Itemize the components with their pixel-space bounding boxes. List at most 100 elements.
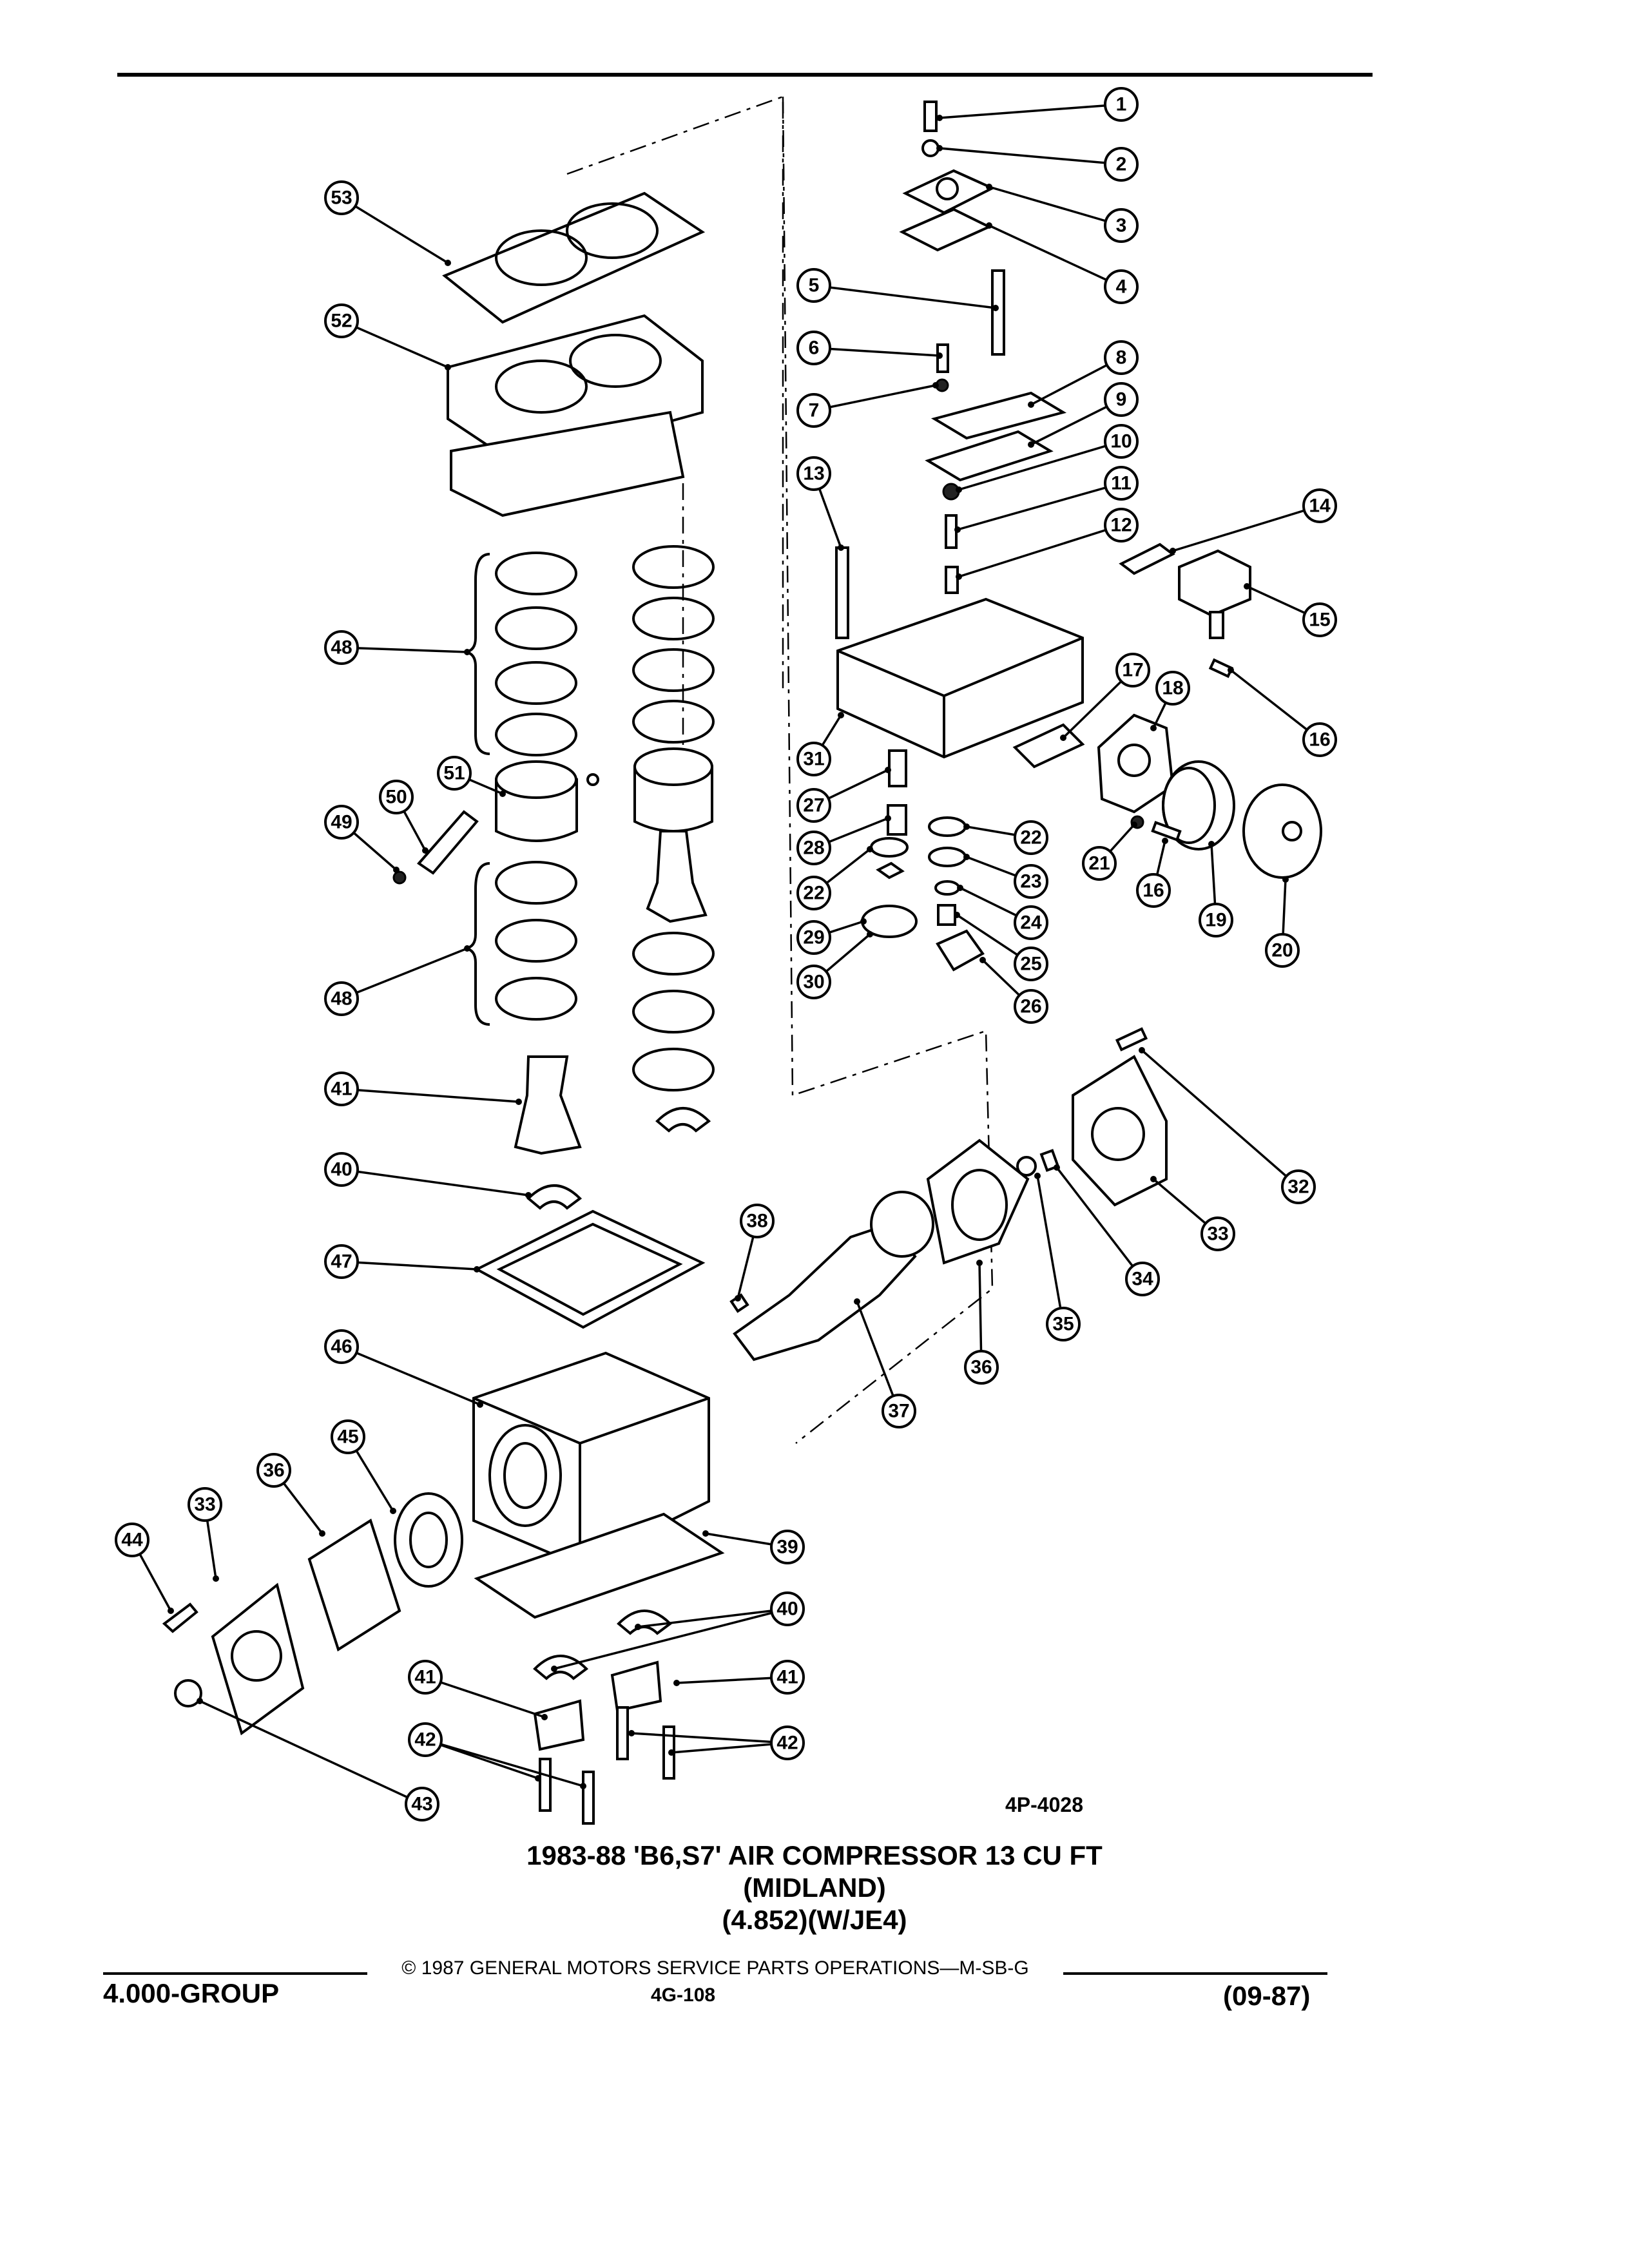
leader-arrowhead — [464, 945, 470, 952]
leader-arrowhead — [838, 712, 844, 718]
callout-4: 4 — [1104, 269, 1139, 304]
callout-52: 52 — [324, 303, 359, 338]
callout-22: 22 — [1014, 820, 1048, 855]
callout-label: 14 — [1309, 495, 1331, 517]
end-cover-gasket-left — [307, 1518, 401, 1652]
callout-35: 35 — [1046, 1307, 1081, 1341]
leader-arrowhead — [551, 1666, 557, 1672]
leader-line — [425, 1676, 545, 1718]
leader-line — [856, 1301, 900, 1412]
leader-line — [341, 1088, 519, 1103]
callout-label: 27 — [803, 795, 824, 816]
end-cover-gasket-right — [926, 1139, 1030, 1265]
callout-40: 40 — [324, 1152, 359, 1187]
leader-arrowhead — [963, 823, 970, 830]
callout-label: 32 — [1287, 1177, 1309, 1198]
callout-circle — [324, 981, 359, 1016]
leader-line — [958, 524, 1122, 578]
leader-arrowhead — [957, 885, 963, 891]
callout-12: 12 — [1104, 508, 1139, 543]
callout-41: 41 — [770, 1660, 805, 1695]
leader-arrowhead — [860, 918, 867, 925]
callout-17: 17 — [1115, 653, 1150, 687]
leader-line — [637, 1608, 788, 1628]
leader-line — [341, 947, 468, 1000]
callout-label: 16 — [1309, 729, 1330, 751]
callout-11: 11 — [1104, 466, 1139, 501]
callout-circle — [324, 1244, 359, 1279]
callout-label: 9 — [1116, 389, 1127, 410]
callout-label: 35 — [1052, 1314, 1074, 1335]
callout-30: 30 — [796, 965, 831, 999]
callout-circle — [324, 303, 359, 338]
leader-arrowhead — [445, 364, 451, 370]
callout-circle — [1136, 873, 1171, 908]
leader-arrowhead — [319, 1530, 325, 1537]
leader-arrowhead — [1282, 876, 1289, 883]
leader-line — [1036, 1175, 1065, 1325]
leader-arrowhead — [867, 846, 873, 852]
callout-22: 22 — [796, 876, 831, 910]
callout-circle — [408, 1722, 443, 1757]
callout-label: 45 — [337, 1427, 358, 1448]
callout-circle — [1115, 653, 1150, 687]
leader-arrowhead — [1028, 401, 1034, 408]
callout-41: 41 — [408, 1660, 443, 1695]
leader-arrowhead — [525, 1192, 532, 1198]
leader-arrowhead — [168, 1608, 174, 1614]
callout-label: 40 — [776, 1599, 798, 1620]
callout-27: 27 — [796, 788, 831, 823]
leader-arrowhead — [1139, 1047, 1145, 1053]
callout-circle — [1046, 1307, 1081, 1341]
valve-cap-bolts — [921, 101, 940, 157]
callout-circle — [1104, 340, 1139, 375]
leader-line — [425, 1738, 584, 1787]
callout-20: 20 — [1265, 933, 1300, 968]
leader-line — [341, 1168, 529, 1196]
callout-label: 22 — [803, 883, 824, 904]
callout-label: 3 — [1116, 215, 1127, 236]
leader-line — [813, 284, 996, 309]
callout-36: 36 — [964, 1350, 999, 1385]
leader-arrowhead — [673, 1680, 680, 1686]
filter-cover — [1242, 783, 1322, 879]
leader-arrowhead — [580, 1783, 586, 1789]
callout-circle — [1199, 903, 1233, 937]
ball-bearing — [394, 1492, 463, 1588]
leader-arrowhead — [213, 1575, 219, 1582]
callout-label: 36 — [970, 1357, 992, 1378]
callout-circle — [115, 1523, 149, 1557]
leader-line — [1172, 505, 1320, 552]
leader-arrowhead — [1162, 838, 1168, 844]
base-gasket — [474, 1512, 725, 1619]
leader-arrowhead — [1170, 548, 1176, 554]
bearing-caps-lower — [533, 1610, 673, 1751]
callout-circle — [256, 1453, 291, 1488]
piston-left — [495, 760, 578, 842]
callout-label: 30 — [803, 972, 824, 993]
leader-line — [988, 224, 1122, 288]
leader-arrowhead — [936, 115, 943, 121]
callout-label: 23 — [1020, 871, 1041, 892]
callout-label: 40 — [331, 1159, 352, 1180]
callout-label: 2 — [1116, 154, 1127, 175]
callout-label: 28 — [803, 838, 824, 859]
callout-label: 39 — [776, 1537, 798, 1558]
callout-circle — [1014, 947, 1048, 981]
leader-arrowhead — [1150, 725, 1157, 731]
callout-circle — [796, 393, 831, 428]
leader-arrowhead — [979, 957, 986, 963]
callout-label: 42 — [776, 1733, 798, 1754]
figure-title-line-3: (4.852)(W/JE4) — [722, 1905, 907, 1935]
leader-arrowhead — [976, 1260, 983, 1266]
callout-label: 24 — [1020, 912, 1042, 934]
callout-50: 50 — [379, 780, 414, 814]
callout-label: 41 — [331, 1079, 352, 1100]
callout-circle — [1014, 989, 1048, 1024]
callout-14: 14 — [1302, 488, 1337, 523]
callout-label: 7 — [809, 400, 820, 421]
leader-line — [199, 1700, 423, 1805]
leader-arrowhead — [535, 1775, 541, 1782]
leader-arrowhead — [390, 1508, 396, 1514]
